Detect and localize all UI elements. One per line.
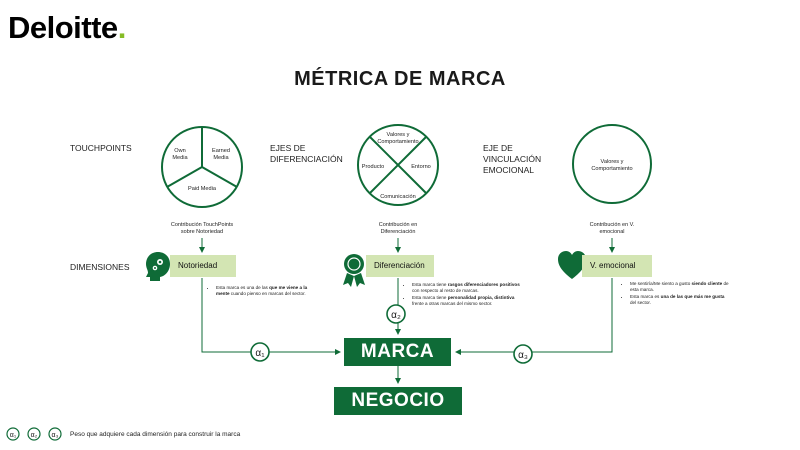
marca-box: MARCA (344, 338, 451, 366)
svg-text:α₃: α₃ (518, 350, 528, 361)
bullets-diferenciacion: Esta marca tiene rasgos diferenciadores … (404, 282, 526, 308)
bullet-item: Esta marca es una de las que más me gust… (630, 294, 730, 306)
svg-text:α₁: α₁ (10, 432, 17, 439)
head-gears-icon (146, 252, 170, 281)
contribucion-emocional: Contribución en V. emocional (589, 222, 635, 235)
legend-symbols: α₁ α₂ α₃ (6, 427, 62, 441)
svg-text:α₂: α₂ (391, 310, 401, 321)
valores-label: Valores y (387, 132, 410, 138)
bullets-notoriedad: Esta marca es una de las que me viene a … (208, 285, 308, 298)
dimension-notoriedad: Notoriedad (170, 255, 236, 277)
weight-a2: α₂ (386, 304, 406, 324)
bullets-emocional: Me sentiría/Me siento a gusto siendo cli… (622, 281, 730, 307)
contribucion-notoriedad: Contribución TouchPoints sobre Notorieda… (170, 222, 234, 235)
dimension-diferenciacion: Diferenciación (366, 255, 434, 277)
emo-comportamiento-label: Comportamiento (591, 166, 632, 172)
weight-a3: α₃ (513, 344, 533, 364)
touchpoints-circle: Own Media Earned Media Paid Media (161, 126, 243, 208)
bullet-item: Esta marca tiene rasgos diferenciadores … (412, 282, 526, 294)
own-media-label: Own (174, 148, 186, 154)
emo-valores-label: Valores y (601, 159, 624, 165)
emocional-circle: Valores y Comportamiento (572, 124, 652, 204)
diferenciacion-circle: Valores y Comportamiento Producto Entorn… (357, 124, 439, 206)
svg-text:α₁: α₁ (255, 348, 265, 359)
earned-media-label: Earned (212, 148, 230, 154)
award-ribbon-icon (343, 254, 365, 287)
bullet-item: Esta marca es una de las que me viene a … (216, 285, 308, 297)
dimension-emocional: V. emocional (582, 255, 652, 277)
own-media-label-2: Media (172, 155, 188, 161)
negocio-box: NEGOCIO (334, 387, 462, 415)
comportamiento-label: Comportamiento (377, 139, 418, 145)
svg-text:α₂: α₂ (31, 432, 38, 439)
ejes-diferenciacion-label: EJES DE DIFERENCIACIÓN (270, 143, 343, 164)
contribucion-diferenciacion: Contribución en Diferenciación (378, 222, 418, 235)
deloitte-logo: Deloitte. (8, 10, 126, 45)
producto-label: Producto (362, 164, 384, 170)
paid-media-label: Paid Media (188, 186, 217, 192)
svg-text:α₃: α₃ (52, 432, 59, 439)
dimensiones-label: DIMENSIONES (70, 262, 130, 272)
eje-vinculacion-label: EJE DE VINCULACIÓN EMOCIONAL (483, 143, 542, 175)
legend-text: Peso que adquiere cada dimensión para co… (70, 431, 241, 438)
weight-a1: α₁ (250, 342, 270, 362)
earned-media-label-2: Media (213, 155, 229, 161)
touchpoints-label: TOUCHPOINTS (70, 143, 132, 153)
heart-icon (558, 251, 586, 279)
page-title: MÉTRICA DE MARCA (294, 68, 506, 90)
entorno-label: Entorno (411, 164, 431, 170)
comunicacion-label: Comunicación (380, 194, 415, 200)
bullet-item: Me sentiría/Me siento a gusto siendo cli… (630, 281, 730, 293)
bullet-item: Esta marca tiene personalidad propia, di… (412, 295, 526, 307)
